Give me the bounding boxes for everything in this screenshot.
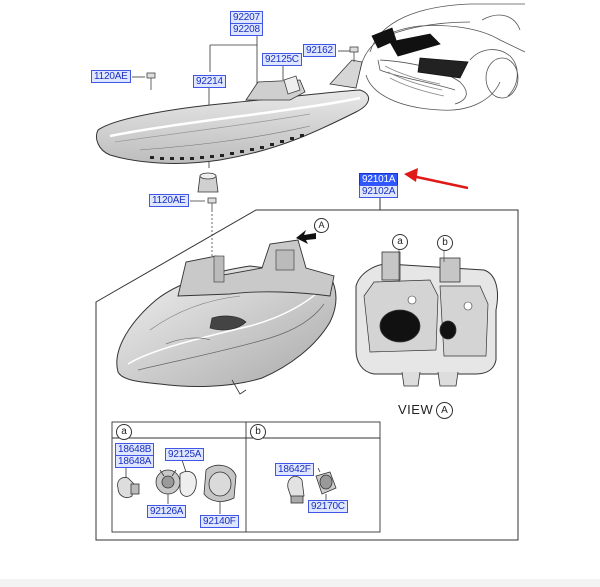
part-label-92140f[interactable]: 92140F xyxy=(200,515,239,528)
part-label-1120ae-top[interactable]: 1120AE xyxy=(91,70,131,83)
section-a-letter: a xyxy=(116,424,132,440)
part-label-92125c[interactable]: 92125C xyxy=(262,53,302,66)
view-arrow-letter: A xyxy=(314,218,329,233)
part-label-92208[interactable]: 92208 xyxy=(230,23,263,36)
callout-a-letter: a xyxy=(392,234,408,250)
part-label-92102a[interactable]: 92102A xyxy=(359,185,399,198)
highlight-pointer-arrow xyxy=(404,168,469,190)
page-footer-band xyxy=(0,579,600,587)
part-label-92170c[interactable]: 92170C xyxy=(308,500,348,513)
drl-lamp-assembly xyxy=(96,35,369,193)
headlamp-assembly-panel xyxy=(95,197,519,541)
section-b-letter: b xyxy=(250,424,266,440)
callout-b-letter: b xyxy=(437,235,453,251)
rear-view-drawing xyxy=(355,248,498,387)
bulb-detail-box xyxy=(111,421,381,533)
section-a-parts xyxy=(117,459,237,514)
part-label-92125a[interactable]: 92125A xyxy=(165,448,205,461)
headlamp-unit xyxy=(116,239,337,395)
part-label-18642f[interactable]: 18642F xyxy=(275,463,314,476)
part-label-92214[interactable]: 92214 xyxy=(193,75,226,88)
view-caption-ref: A xyxy=(436,402,454,419)
part-label-18648a[interactable]: 18648A xyxy=(115,455,155,468)
part-label-92126a[interactable]: 92126A xyxy=(147,505,187,518)
vehicle-location-thumbnail xyxy=(359,3,526,111)
view-caption-text: VIEW xyxy=(398,402,434,417)
section-b-parts xyxy=(287,467,337,504)
part-label-1120ae-mid[interactable]: 1120AE xyxy=(149,194,189,207)
part-label-92162[interactable]: 92162 xyxy=(303,44,336,57)
